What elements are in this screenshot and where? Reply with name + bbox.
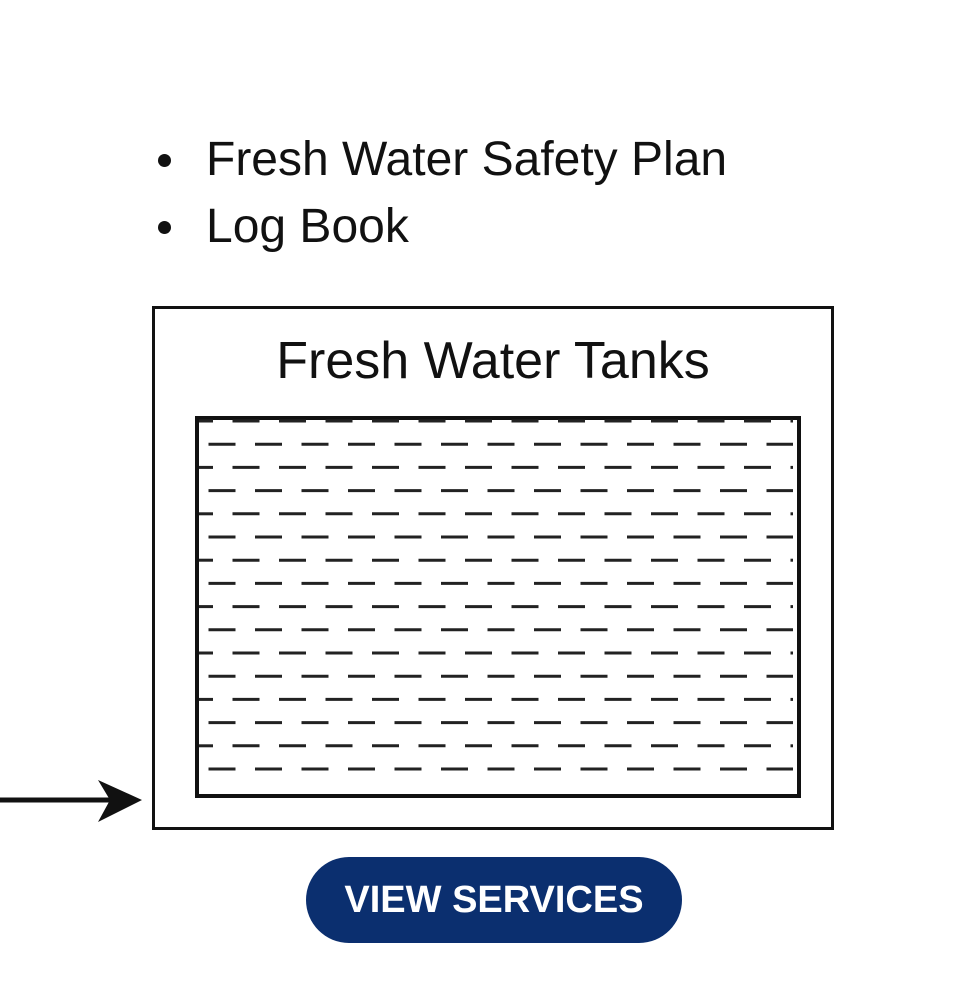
document-list: Fresh Water Safety Plan Log Book bbox=[158, 126, 727, 260]
list-item: Log Book bbox=[158, 193, 727, 260]
view-services-button[interactable]: VIEW SERVICES bbox=[306, 857, 682, 943]
bullet-icon bbox=[158, 221, 171, 234]
list-item-label: Log Book bbox=[206, 200, 409, 253]
water-lines-icon bbox=[199, 419, 793, 771]
arrow-icon bbox=[0, 780, 142, 822]
diagram-title: Fresh Water Tanks bbox=[276, 332, 710, 390]
bullet-icon bbox=[158, 154, 171, 167]
list-item: Fresh Water Safety Plan bbox=[158, 126, 727, 193]
water-tank bbox=[195, 416, 801, 798]
fresh-water-tanks-box: Fresh Water Tanks bbox=[152, 306, 834, 830]
list-item-label: Fresh Water Safety Plan bbox=[206, 133, 728, 186]
